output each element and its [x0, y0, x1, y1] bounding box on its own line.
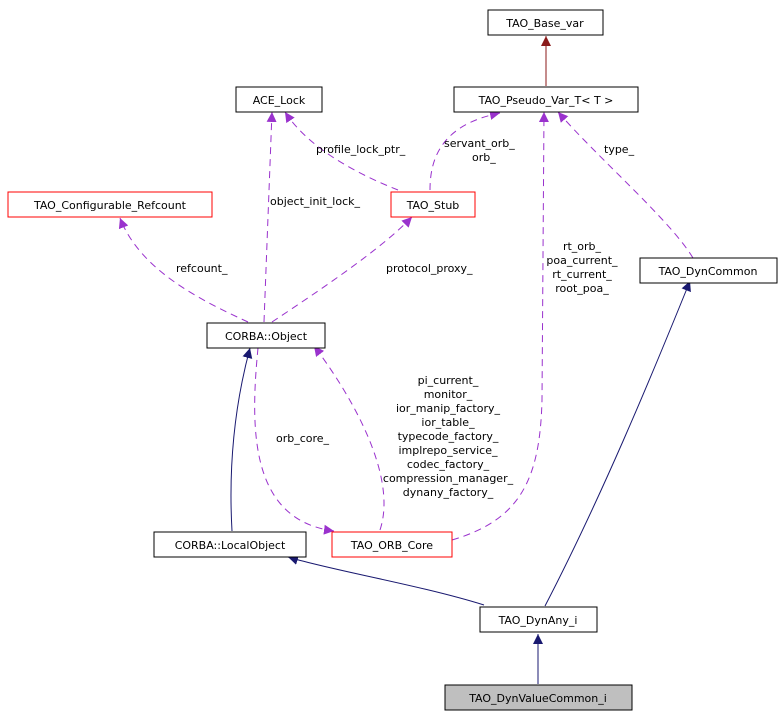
edges	[118, 36, 694, 684]
edge-object-to-orb-core	[254, 347, 335, 535]
label-object-init-lock: object_init_lock_	[270, 195, 360, 208]
label-ior-manip-factory: ior_manip_factory_	[396, 402, 501, 415]
node-tao-base-var[interactable]: TAO_Base_var	[487, 9, 604, 36]
node-corba-object-label: CORBA::Object	[225, 330, 308, 343]
label-servant-orb: servant_orb_	[444, 137, 515, 150]
node-ace-lock-label: ACE_Lock	[253, 94, 306, 107]
label-dynany-factory: dynany_factory_	[403, 486, 494, 499]
label-rt-orb: rt_orb_	[563, 240, 602, 253]
label-implrepo-service: implrepo_service_	[399, 444, 498, 457]
node-tao-stub[interactable]: TAO_Stub	[390, 191, 476, 218]
edge-labels: profile_lock_ptr_ servant_orb_ orb_ type…	[176, 137, 635, 499]
edge-object-to-stub	[271, 216, 413, 323]
node-tao-dynany-i-label: TAO_DynAny_i	[498, 614, 578, 627]
node-tao-configurable-refcount-label: TAO_Configurable_Refcount	[33, 199, 187, 212]
edge-object-to-ace-lock	[263, 111, 277, 323]
edge-stub-to-ace-lock	[284, 111, 399, 191]
node-tao-pseudo-var-t-label: TAO_Pseudo_Var_T< T >	[478, 94, 614, 107]
node-tao-pseudo-var-t[interactable]: TAO_Pseudo_Var_T< T >	[453, 86, 639, 113]
edge-object-to-refcount	[118, 217, 249, 323]
edge-orb-core-to-object	[313, 345, 385, 531]
node-corba-object[interactable]: CORBA::Object	[206, 322, 326, 349]
label-protocol-proxy: protocol_proxy_	[386, 262, 473, 275]
label-poa-current: poa_current_	[546, 254, 618, 267]
edge-localobject-to-object	[230, 347, 253, 532]
node-ace-lock[interactable]: ACE_Lock	[235, 86, 323, 113]
node-tao-dyncommon[interactable]: TAO_DynCommon	[639, 257, 778, 284]
edge-dyncommon-to-pseudo-var	[557, 111, 694, 259]
label-typecode-factory: typecode_factory_	[398, 430, 499, 443]
node-tao-dynany-i[interactable]: TAO_DynAny_i	[479, 606, 598, 633]
label-codec-factory: codec_factory_	[407, 458, 490, 471]
node-corba-localobject-label: CORBA::LocalObject	[175, 539, 286, 552]
label-monitor: monitor_	[424, 388, 473, 401]
node-tao-dyncommon-label: TAO_DynCommon	[658, 265, 758, 278]
edge-dynany-to-dyncommon	[544, 280, 691, 607]
edge-stub-to-pseudo-var	[429, 110, 501, 191]
label-root-poa: root_poa_	[555, 282, 609, 295]
node-tao-orb-core[interactable]: TAO_ORB_Core	[331, 531, 453, 558]
node-tao-dynvaluecommon-i[interactable]: TAO_DynValueCommon_i	[444, 684, 633, 711]
label-refcount: refcount_	[176, 262, 228, 275]
node-tao-dynvaluecommon-i-label: TAO_DynValueCommon_i	[468, 692, 607, 705]
label-rt-current: rt_current_	[552, 268, 612, 281]
edge-dynany-to-localobject	[287, 555, 485, 606]
nodes: TAO_Base_var TAO_Pseudo_Var_T< T > ACE_L…	[7, 9, 778, 711]
node-tao-stub-label: TAO_Stub	[406, 199, 460, 212]
edge-orb-core-to-pseudo-var	[451, 111, 549, 541]
label-orb-core: orb_core_	[276, 432, 330, 445]
label-ior-table: ior_table_	[421, 416, 475, 429]
node-tao-configurable-refcount[interactable]: TAO_Configurable_Refcount	[7, 191, 213, 218]
label-pi-current: pi_current_	[418, 374, 479, 387]
label-profile-lock-ptr: profile_lock_ptr_	[316, 143, 406, 156]
label-orb: orb_	[472, 151, 496, 164]
node-tao-base-var-label: TAO_Base_var	[505, 17, 584, 30]
node-corba-localobject[interactable]: CORBA::LocalObject	[153, 531, 307, 558]
label-type: type_	[604, 143, 635, 156]
node-tao-orb-core-label: TAO_ORB_Core	[350, 539, 433, 552]
label-compression-manager: compression_manager_	[383, 472, 514, 485]
